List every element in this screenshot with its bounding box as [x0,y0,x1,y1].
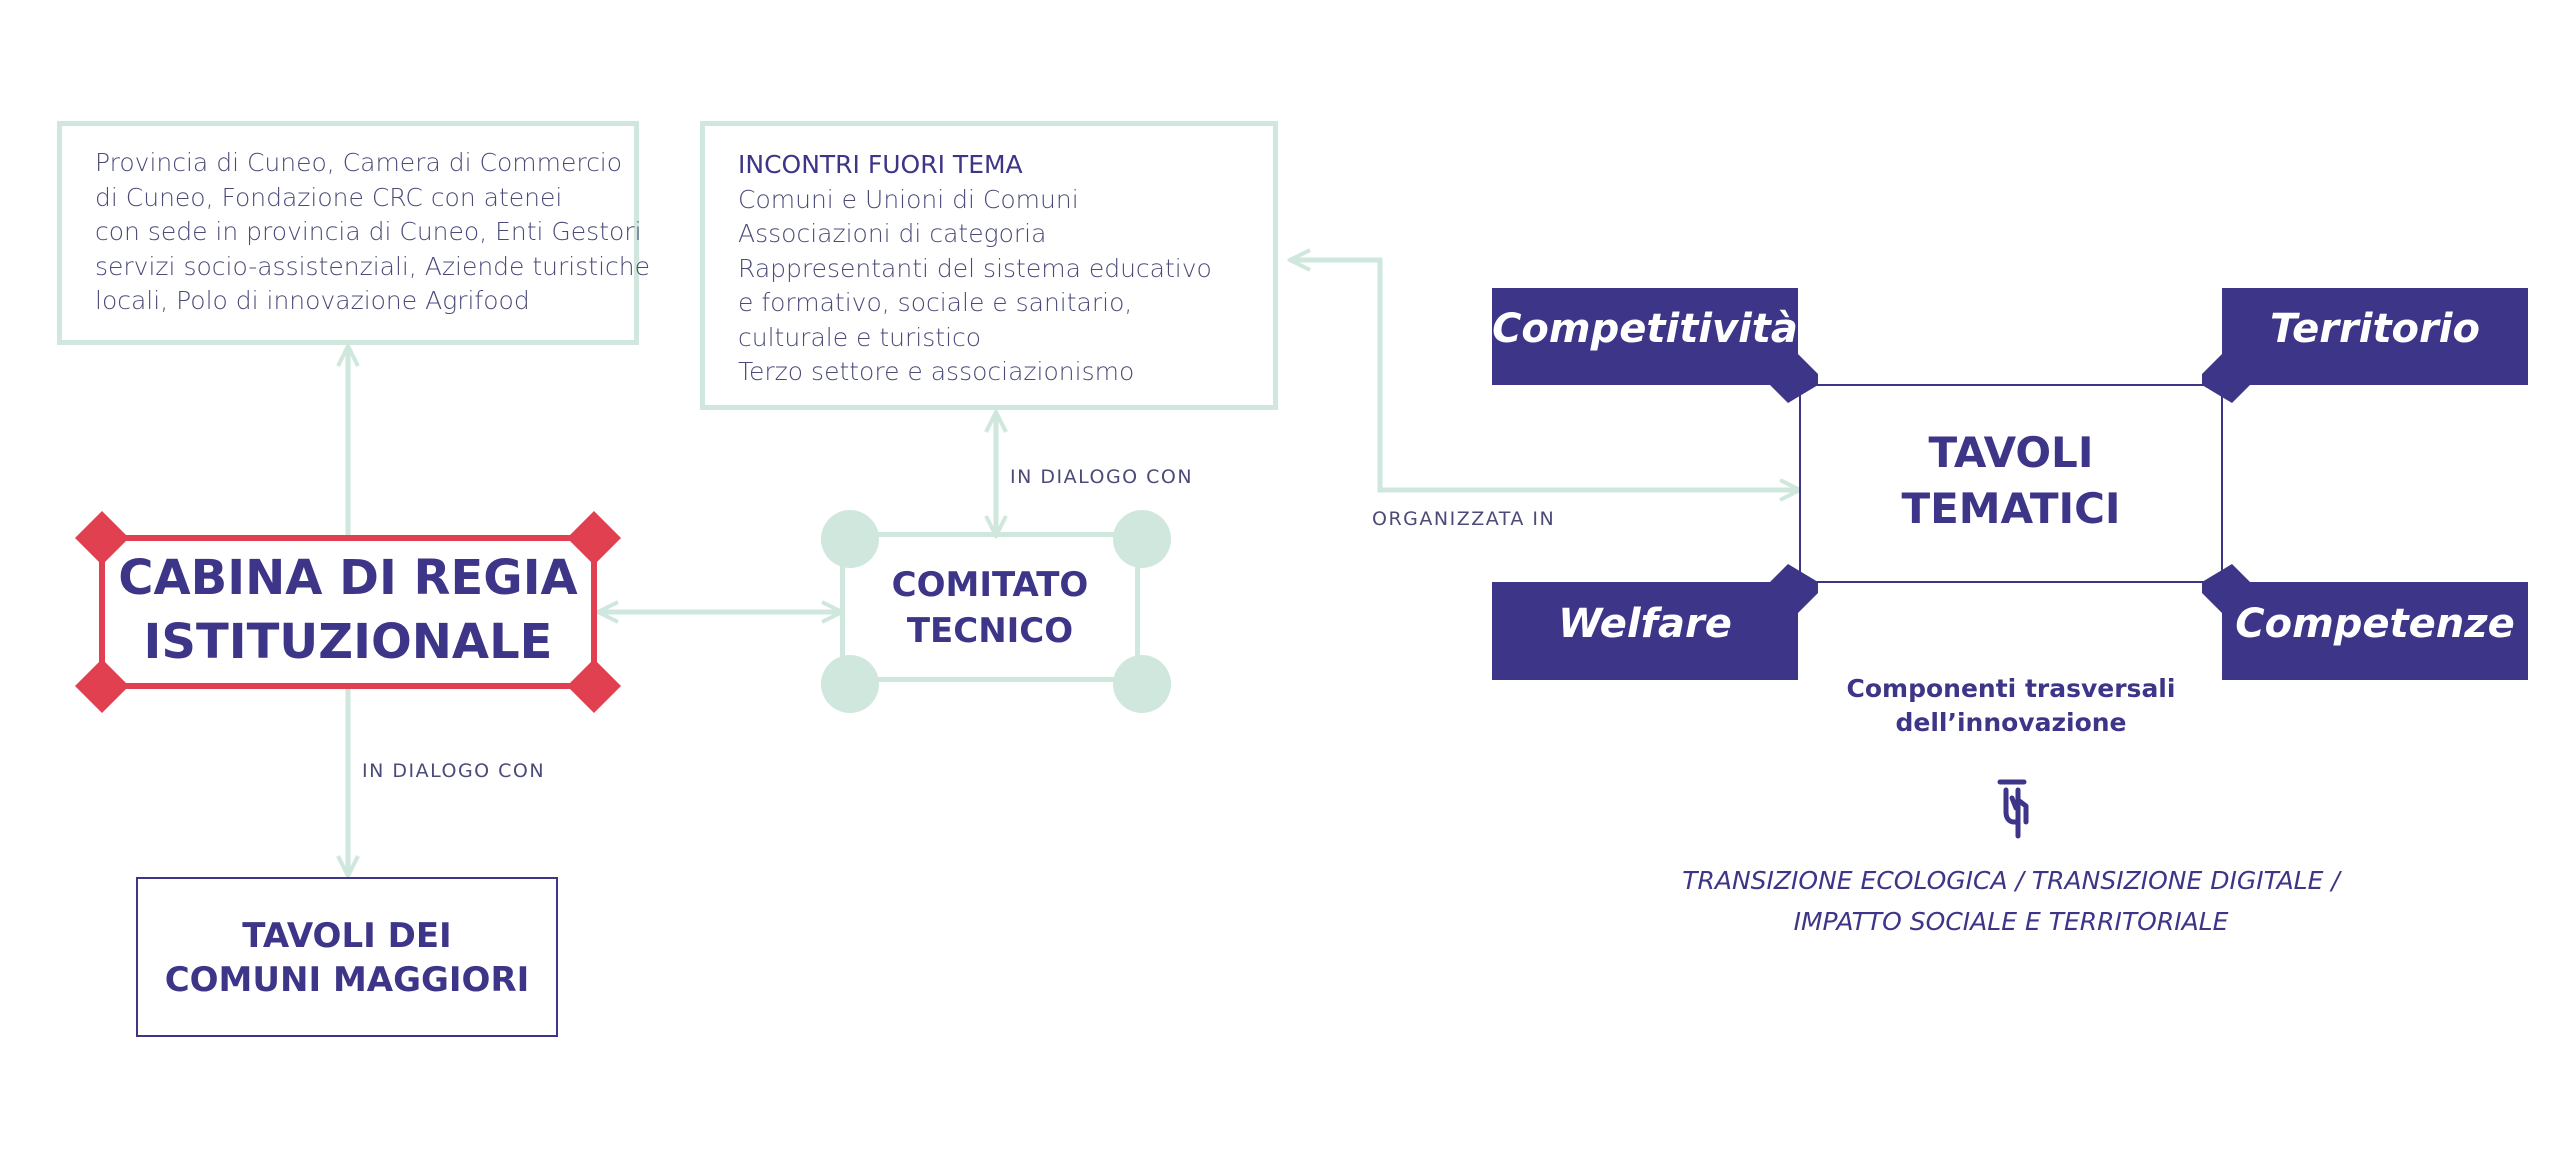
comitato-corner-tr [1113,510,1171,568]
theme-tab-welfare [1492,564,1818,680]
incontri-line: Terzo settore e associazionismo [738,357,1135,386]
incontri-text: INCONTRI FUORI TEMA Comuni e Unioni di C… [738,148,1212,390]
cabina-corner-bl [75,659,129,713]
stakeholders-line: di Cuneo, Fondazione CRC con atenei [95,182,563,212]
incontri-title: INCONTRI FUORI TEMA [738,150,1023,179]
comitato-title: COMITATO TECNICO [840,562,1140,654]
tavoli-comuni-title: TAVOLI DEI COMUNI MAGGIORI [138,914,556,1002]
label-organizzata-in: ORGANIZZATA IN [1372,508,1556,530]
cabina-corner-br [567,659,621,713]
tavoli-comuni-line: TAVOLI DEI [242,916,452,956]
stakeholders-line: locali, Polo di innovazione Agrifood [95,286,530,315]
theme-label-territorio: Territorio [2270,306,2480,352]
cabina-title: CABINA DI REGIA ISTITUZIONALE [102,546,594,674]
theme-tab-competenze [2202,564,2528,680]
cabina-corner-tl [75,511,129,565]
theme-label-competitivita: Competitività [1492,306,1798,352]
tavoli-comuni-line: COMUNI MAGGIORI [164,960,530,1000]
incontri-line: Associazioni di categoria [738,219,1047,248]
cabina-title-line: ISTITUZIONALE [143,614,553,670]
label-in-dialogo-comitato: IN DIALOGO CON [1010,466,1194,488]
comitato-corner-tl [821,510,879,568]
label-in-dialogo-comuni: IN DIALOGO CON [362,760,546,782]
theme-tab-territorio [2202,288,2528,403]
stakeholders-line: servizi socio-assistenziali, Aziende tur… [95,251,650,281]
componenti-line: dell’innovazione [1895,708,2127,737]
componenti-text: Componenti trasversali dell’innovazione [1760,672,2262,740]
theme-label-welfare: Welfare [1558,601,1732,647]
tavoli-tematici-title: TAVOLI TEMATICI [1800,425,2222,537]
tavoli-comuni-box: TAVOLI DEI COMUNI MAGGIORI [136,877,558,1037]
componenti-line: Componenti trasversali [1846,674,2176,703]
theme-tab-competitivita [1492,288,1818,403]
stakeholders-text: Provincia di Cuneo, Camera di Commercio … [95,146,650,319]
cabina-corner-tr [567,511,621,565]
tavoli-tematici-line: TAVOLI [1928,428,2094,477]
tavoli-tematici-line: TEMATICI [1901,484,2121,533]
comitato-corner-br [1113,655,1171,713]
comitato-corner-bl [821,655,879,713]
cabina-title-line: CABINA DI REGIA [118,550,578,606]
stakeholders-box: Provincia di Cuneo, Camera di Commercio … [57,121,650,345]
transizione-line: TRANSIZIONE ECOLOGICA / TRANSIZIONE DIGI… [1682,866,2340,895]
transizione-text: TRANSIZIONE ECOLOGICA / TRANSIZIONE DIGI… [1620,860,2402,942]
stakeholders-line: Provincia di Cuneo, Camera di Commercio [95,148,623,177]
pointing-hand-icon [1997,779,2029,839]
comitato-box [840,532,1140,682]
incontri-line: Comuni e Unioni di Comuni [738,184,1079,214]
stakeholders-line: con sede in provincia di Cuneo, Enti Ges… [95,217,642,246]
comitato-title-line: COMITATO [891,565,1089,605]
cabina-frame [99,535,597,689]
incontri-box: INCONTRI FUORI TEMA Comuni e Unioni di C… [700,121,1278,410]
incontri-line: Rappresentanti del sistema educativo [738,253,1212,283]
incontri-line: e formativo, sociale e sanitario, [738,288,1133,317]
tavoli-tematici-frame [1799,384,2223,583]
transizione-line: IMPATTO SOCIALE E TERRITORIALE [1793,907,2229,936]
incontri-line: culturale e turistico [738,322,982,352]
theme-label-competenze: Competenze [2235,601,2515,647]
arrow-incontri-tavoli-tematici [1290,260,1800,490]
comitato-title-line: TECNICO [906,611,1074,651]
